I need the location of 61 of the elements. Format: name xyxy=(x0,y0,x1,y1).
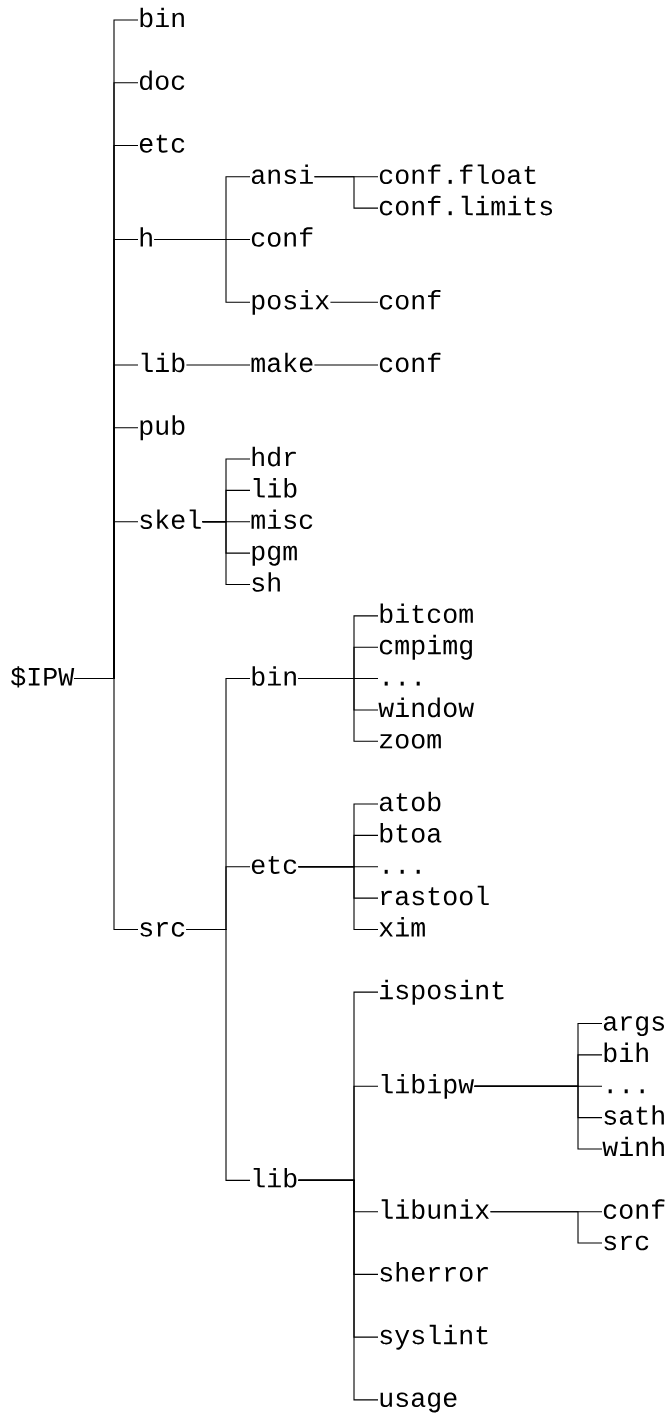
folder-name: winh xyxy=(602,1136,664,1156)
folder-name: libipw xyxy=(381,1073,474,1099)
folder-name: lib xyxy=(253,478,297,498)
tree-connector xyxy=(329,301,379,303)
folder-name: btoa xyxy=(380,823,442,843)
folder-name: bin xyxy=(140,7,184,28)
folder-name: lib xyxy=(141,352,185,373)
folder-name: conf xyxy=(379,352,441,373)
folder-name: sath xyxy=(604,1105,664,1125)
folder-name: doc xyxy=(140,70,185,91)
folder-name: conf xyxy=(603,1199,665,1219)
folder-name: pgm xyxy=(252,545,297,566)
folder-name: ... xyxy=(384,869,420,874)
folder-name: bin xyxy=(252,666,296,686)
folder-name: ... xyxy=(608,1089,644,1094)
tree-connector xyxy=(313,176,379,209)
tree-connector xyxy=(153,239,251,303)
folder-name: rastool xyxy=(381,885,489,906)
folder-name: xim xyxy=(379,917,425,937)
folder-name: conf xyxy=(379,289,441,310)
folder-name: src xyxy=(604,1235,649,1251)
tree-connector xyxy=(473,1085,603,1150)
folder-name: pub xyxy=(140,415,185,441)
folder-name: etc xyxy=(251,855,297,874)
folder-name: $IPW xyxy=(11,666,75,688)
tree-connector xyxy=(297,866,379,930)
folder-name: misc xyxy=(251,509,313,530)
folder-name: conf.float xyxy=(379,164,536,185)
folder-name: conf.limits xyxy=(379,195,552,216)
folder-name: sherror xyxy=(380,1262,488,1282)
folder-name: posix xyxy=(252,289,329,315)
folder-name: ... xyxy=(384,681,420,686)
folder-name: ansi xyxy=(251,164,313,185)
folder-name: src xyxy=(140,922,185,937)
folder-name: etc xyxy=(139,134,185,153)
tree-connector xyxy=(297,1179,379,1401)
folder-name: cmpimg xyxy=(379,634,472,660)
tree-connector xyxy=(489,1211,603,1244)
folder-name: conf xyxy=(251,227,313,247)
folder-name: h xyxy=(140,227,152,247)
folder-name: bih xyxy=(604,1042,648,1063)
tree-connector xyxy=(297,678,379,742)
folder-name: isposint xyxy=(380,979,504,1005)
folder-name: usage xyxy=(380,1392,457,1413)
folder-name: bitcom xyxy=(380,603,473,624)
folder-name: atob xyxy=(379,791,441,812)
tree-connector xyxy=(313,364,379,366)
tree-connector xyxy=(73,678,139,930)
tree-connector xyxy=(185,928,251,1181)
folder-name: syslint xyxy=(380,1324,488,1350)
tree-connector xyxy=(201,521,251,586)
folder-name: lib xyxy=(253,1168,297,1188)
folder-name: args xyxy=(603,1016,664,1037)
folder-name: hdr xyxy=(252,446,296,467)
folder-name: zoom xyxy=(380,733,441,749)
folder-name: libunix xyxy=(381,1199,489,1219)
folder-name: make xyxy=(251,352,313,373)
folder-name: skel xyxy=(140,509,201,530)
folder-name: sh xyxy=(252,572,280,592)
folder-name: window xyxy=(378,697,474,718)
tree-connector xyxy=(185,364,251,366)
